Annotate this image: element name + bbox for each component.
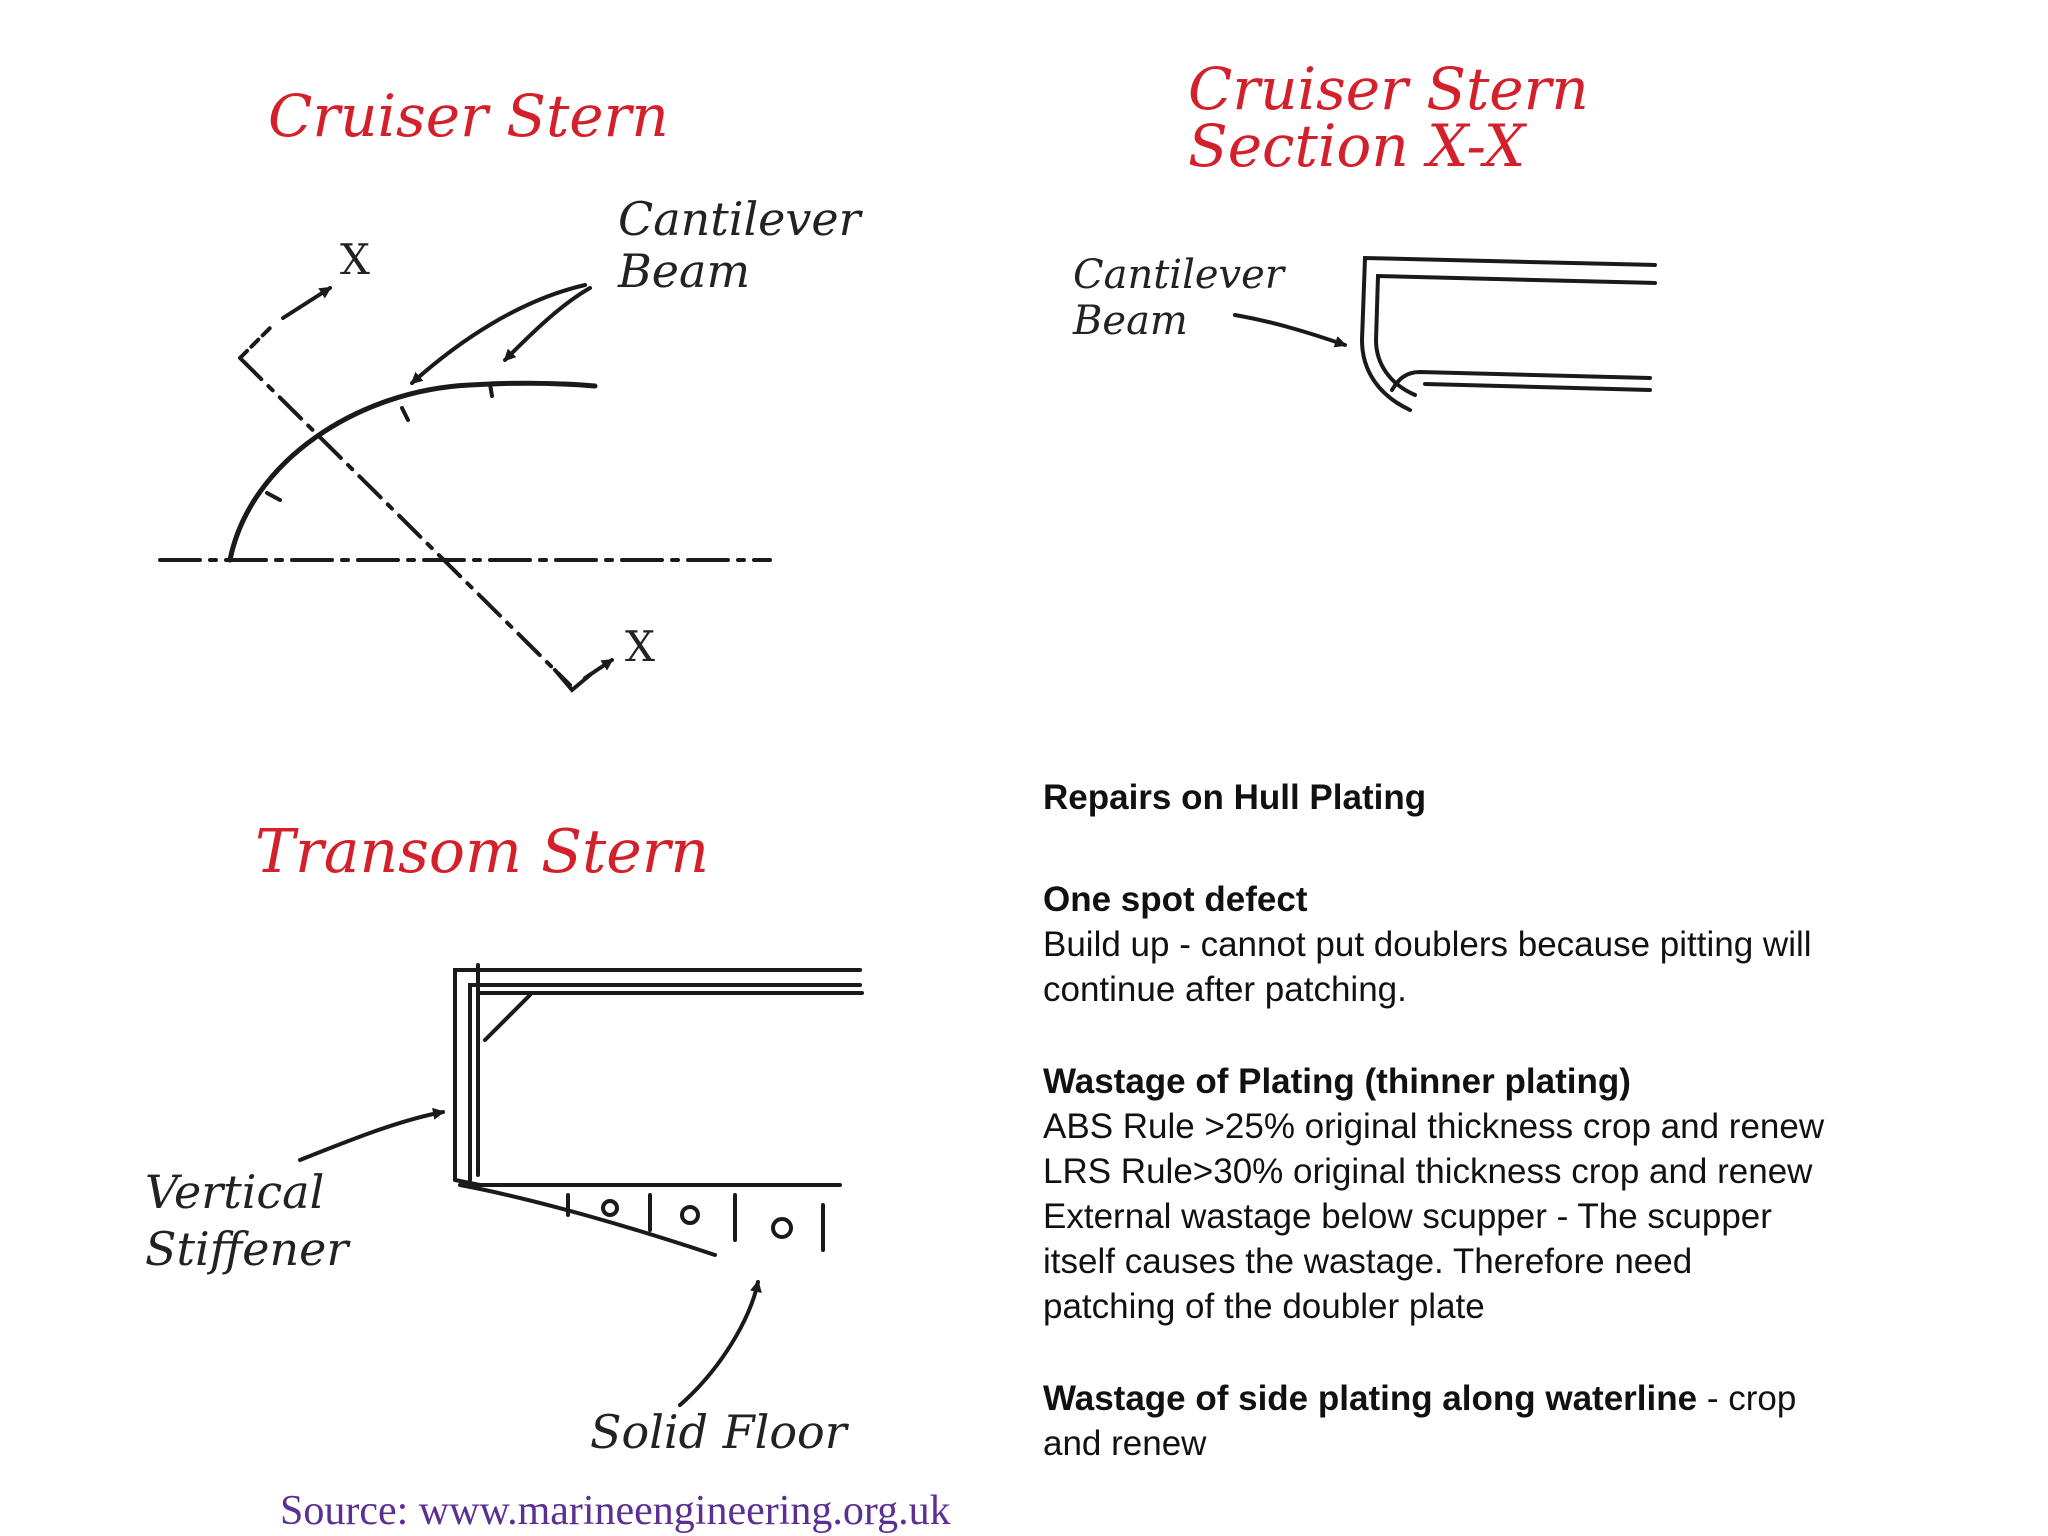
- section-line-x-x: [238, 356, 572, 687]
- note-line: patching of the doubler plate: [1043, 1287, 1485, 1326]
- cantilever-label-line1: Cantilever: [618, 192, 861, 246]
- vertical-stiffener-label-line2: Stiffener: [145, 1222, 349, 1276]
- note-title: Wastage of side plating along waterline: [1043, 1379, 1698, 1418]
- stern-curve: [227, 380, 598, 563]
- notes-heading: Repairs on Hull Plating: [1043, 778, 1427, 817]
- transom-corner: [453, 1178, 842, 1187]
- section-line-top-corner: [238, 324, 274, 360]
- solid-floor-label: Solid Floor: [590, 1405, 847, 1459]
- notes-block: Repairs on Hull Plating One spot defect …: [1043, 775, 1824, 1466]
- arrow-x-top: [281, 286, 332, 320]
- frame-tick: [265, 491, 282, 502]
- leader-solid-floor: [678, 1280, 762, 1407]
- note-line: ABS Rule >25% original thickness crop an…: [1043, 1107, 1825, 1146]
- note-line: LRS Rule>30% original thickness crop and…: [1043, 1152, 1813, 1191]
- note-title-row: Wastage of side plating along waterline …: [1043, 1376, 1824, 1421]
- cruiser-stern-drawing: [158, 283, 772, 693]
- section-title-line1: Cruiser Stern: [1188, 55, 1589, 123]
- section-title-line2: Section X-X: [1188, 112, 1526, 180]
- leader-vertical-stiffener: [298, 1107, 445, 1162]
- leader-cantilever-2: [503, 286, 592, 362]
- leader-section-cantilever: [1233, 313, 1347, 348]
- floor-bottom: [458, 1183, 717, 1257]
- section-cantilever-label-line1: Cantilever: [1073, 252, 1284, 298]
- note-title: Wastage of Plating (thinner plating): [1043, 1062, 1631, 1101]
- source-credit: Source: www.marineengineering.org.uk: [280, 1488, 951, 1534]
- arrow-x-bottom: [583, 658, 614, 680]
- note-line: Build up - cannot put doublers because p…: [1043, 925, 1812, 964]
- section-marker-bottom: X: [625, 622, 655, 671]
- transom-stern-drawing: [298, 963, 864, 1407]
- leader-cantilever-1: [410, 283, 587, 385]
- frame-tick: [400, 406, 410, 422]
- section-cantilever-label-line2: Beam: [1073, 298, 1188, 344]
- vertical-stiffener-label-line1: Vertical: [145, 1165, 325, 1219]
- note-line: External wastage below scupper - The scu…: [1043, 1197, 1772, 1236]
- cruiser-stern-section-drawing: [1233, 255, 1657, 412]
- section-line-bottom-corner: [553, 668, 592, 693]
- transom-stern-title: Transom Stern: [255, 817, 710, 887]
- section-marker-top: X: [340, 235, 370, 284]
- note-title-suffix: - crop: [1697, 1379, 1797, 1418]
- cruiser-stern-title: Cruiser Stern: [268, 82, 669, 150]
- frame-tick: [488, 382, 494, 398]
- floor-stiffeners: [566, 1193, 825, 1252]
- cantilever-label-line2: Beam: [618, 244, 751, 298]
- note-line: and renew: [1043, 1424, 1207, 1463]
- note-line: continue after patching.: [1043, 970, 1407, 1009]
- note-title: One spot defect: [1043, 880, 1308, 919]
- note-line: itself causes the wastage. Therefore nee…: [1043, 1242, 1693, 1281]
